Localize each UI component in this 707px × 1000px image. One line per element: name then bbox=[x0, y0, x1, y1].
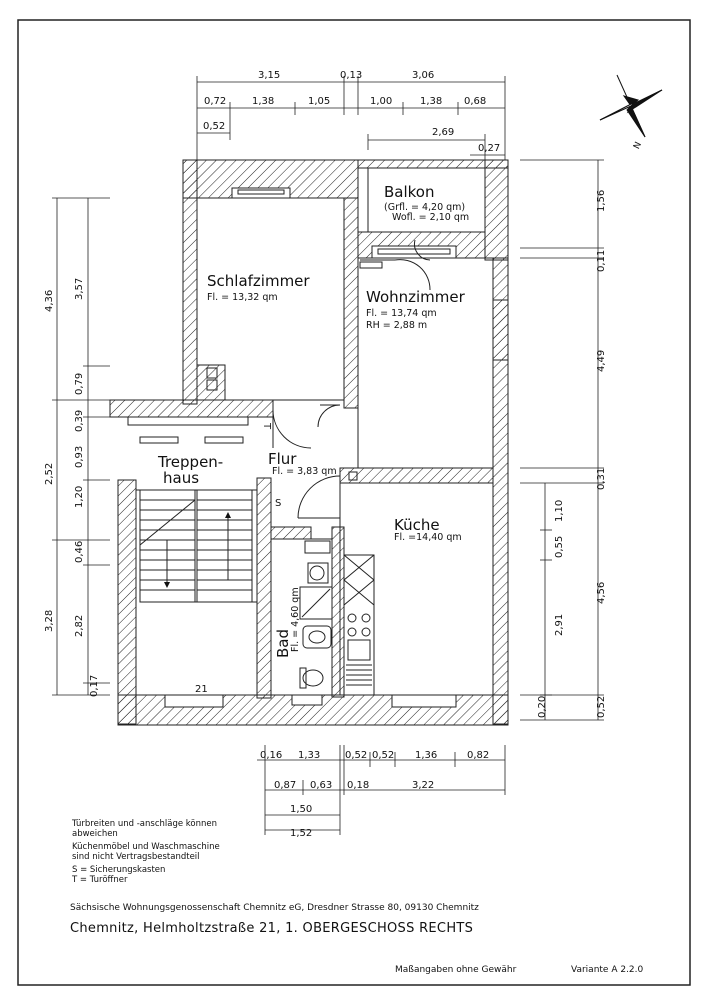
kitchen-units bbox=[343, 554, 375, 696]
room-balkon-living-area: Wofl. = 2,10 qm bbox=[392, 212, 469, 223]
room-treppe-name-2: haus bbox=[163, 469, 199, 487]
mark-s: S bbox=[275, 498, 281, 509]
dim-label: 0,17 bbox=[89, 675, 100, 697]
walls bbox=[109, 159, 509, 726]
dim-label: 4,56 bbox=[596, 582, 607, 604]
dim-label: 1,33 bbox=[298, 750, 320, 761]
dim-label: 0,52 bbox=[372, 750, 394, 761]
north-arrow-icon bbox=[599, 74, 663, 138]
dim-label: 0,63 bbox=[310, 780, 332, 791]
dim-label: 2,52 bbox=[44, 463, 55, 485]
dim-label: 1,38 bbox=[252, 96, 274, 107]
dim-label: 0,27 bbox=[478, 143, 500, 154]
north-label: N bbox=[632, 141, 644, 151]
room-wohn-area: Fl. = 13,74 qm bbox=[366, 308, 437, 319]
page-frame bbox=[17, 19, 691, 986]
note-line: Küchenmöbel und Waschmaschine bbox=[72, 842, 220, 852]
note-line: abweichen bbox=[72, 829, 118, 839]
note-line: Türbreiten und -anschläge können bbox=[71, 819, 217, 829]
room-kueche-area: Fl. =14,40 qm bbox=[394, 532, 462, 543]
dimension-texts: 3,15 0,13 3,06 0,72 1,38 1,05 1,00 1,38 … bbox=[44, 70, 607, 839]
dim-label: 1,10 bbox=[554, 500, 565, 522]
fixtures bbox=[206, 261, 383, 481]
dim-label: 1,20 bbox=[74, 486, 85, 508]
footer-address: Chemnitz, Helmholtzstraße 21, 1. OBERGES… bbox=[70, 921, 473, 936]
footer: Sächsische Wohnungsgenossenschaft Chemni… bbox=[70, 903, 644, 975]
footer-company: Sächsische Wohnungsgenossenschaft Chemni… bbox=[70, 903, 479, 913]
dim-label: 0,46 bbox=[74, 541, 85, 563]
dim-label: 0,20 bbox=[537, 696, 548, 718]
dim-label: 0,79 bbox=[74, 373, 85, 395]
dim-label: 0,31 bbox=[596, 468, 607, 490]
dim-label: 1,38 bbox=[420, 96, 442, 107]
staircase bbox=[139, 489, 257, 603]
note-line: S = Sicherungskasten bbox=[72, 865, 165, 875]
room-bad-name: Bad bbox=[274, 629, 292, 658]
dim-label: 0,52 bbox=[203, 121, 225, 132]
notes: Türbreiten und -anschläge können abweich… bbox=[71, 819, 220, 885]
dim-label: 3,15 bbox=[258, 70, 280, 81]
dim-label: 2,69 bbox=[432, 127, 454, 138]
bath-fixtures bbox=[299, 540, 333, 689]
dim-label: 0,13 bbox=[340, 70, 362, 81]
dim-label: 0,52 bbox=[345, 750, 367, 761]
dim-label: 0,39 bbox=[74, 410, 85, 432]
dim-label: 0,16 bbox=[260, 750, 282, 761]
room-schlaf-name: Schlafzimmer bbox=[207, 272, 310, 290]
room-labels: Balkon (Grfl. = 4,20 qm) Wofl. = 2,10 qm… bbox=[157, 183, 469, 695]
room-balkon-area: (Grfl. = 4,20 qm) bbox=[384, 202, 465, 213]
room-kueche-name: Küche bbox=[394, 516, 440, 534]
dim-label: 1,36 bbox=[415, 750, 437, 761]
room-wohn-height: RH = 2,88 m bbox=[366, 320, 427, 331]
note-line: sind nicht Vertragsbestandteil bbox=[72, 852, 200, 862]
dim-label: 1,05 bbox=[308, 96, 330, 107]
dim-label: 1,50 bbox=[290, 804, 312, 815]
room-flur-name: Flur bbox=[268, 450, 297, 468]
dim-label: 4,36 bbox=[44, 290, 55, 312]
footer-variant: Variante A 2.2.0 bbox=[571, 965, 644, 975]
dim-label: 3,57 bbox=[74, 278, 85, 300]
room-flur-area: Fl. = 3,83 qm bbox=[272, 466, 337, 477]
dim-label: 0,11 bbox=[596, 250, 607, 272]
dim-label: 0,93 bbox=[74, 446, 85, 468]
stair-number: 21 bbox=[195, 684, 208, 695]
footer-disclaimer: Maßangaben ohne Gewähr bbox=[395, 965, 517, 975]
dim-label: 3,22 bbox=[412, 780, 434, 791]
dim-label: 0,52 bbox=[596, 696, 607, 718]
stair-lintels bbox=[127, 416, 249, 444]
room-bad-area: Fl. = 4,60 qm bbox=[290, 587, 301, 652]
dim-label: 0,82 bbox=[467, 750, 489, 761]
dim-label: 0,72 bbox=[204, 96, 226, 107]
dim-label: 1,56 bbox=[596, 190, 607, 212]
dim-label: 0,68 bbox=[464, 96, 486, 107]
dim-label: 2,82 bbox=[74, 615, 85, 637]
mark-t: T bbox=[261, 422, 272, 430]
room-wohn-name: Wohnzimmer bbox=[366, 288, 466, 306]
room-balkon-name: Balkon bbox=[384, 183, 435, 201]
room-schlaf-area: Fl. = 13,32 qm bbox=[207, 292, 278, 303]
dim-label: 1,52 bbox=[290, 828, 312, 839]
dim-label: 0,18 bbox=[347, 780, 369, 791]
dim-label: 2,91 bbox=[554, 614, 565, 636]
dimension-lines bbox=[52, 76, 604, 835]
note-line: T = Turöffner bbox=[71, 875, 128, 885]
door-swings bbox=[272, 239, 431, 519]
dim-label: 0,55 bbox=[554, 536, 565, 558]
dim-label: 4,49 bbox=[596, 350, 607, 372]
dim-label: 3,06 bbox=[412, 70, 434, 81]
dim-label: 3,28 bbox=[44, 610, 55, 632]
room-treppe-name-1: Treppen- bbox=[157, 453, 223, 471]
dim-label: 1,00 bbox=[370, 96, 392, 107]
dim-label: 0,87 bbox=[274, 780, 296, 791]
